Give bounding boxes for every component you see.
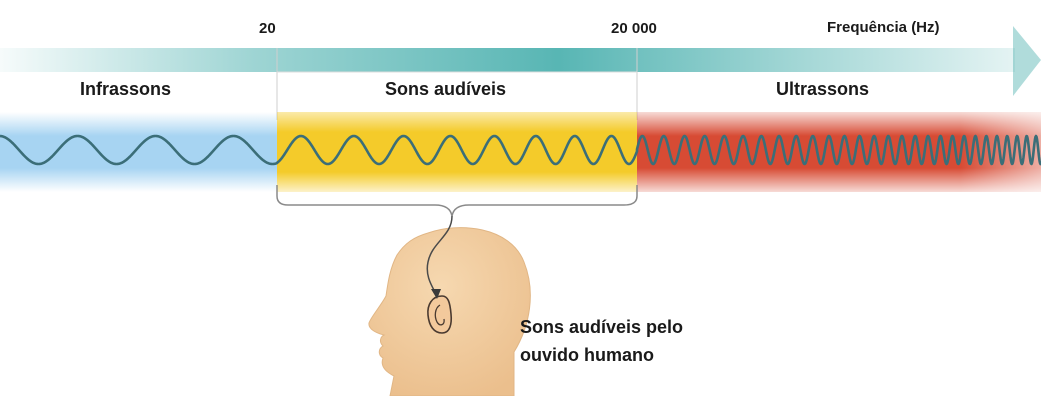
frequency-arrow bbox=[0, 26, 1041, 96]
band-infrasound bbox=[0, 112, 277, 192]
axis-title: Frequência (Hz) bbox=[827, 19, 940, 36]
ear-icon bbox=[427, 295, 453, 334]
sound-path-arrow bbox=[426, 215, 453, 299]
tick-label-20: 20 bbox=[259, 20, 276, 37]
tick-label-20000: 20 000 bbox=[611, 20, 657, 37]
band-audible bbox=[277, 112, 637, 192]
sound-wave bbox=[0, 134, 1041, 166]
caption-line-1: Sons audíveis pelo bbox=[520, 317, 684, 337]
region-label-ultrasound: Ultrassons bbox=[776, 79, 870, 99]
region-label-audible: Sons audíveis bbox=[385, 79, 507, 99]
region-label-infrasound: Infrassons bbox=[80, 79, 172, 99]
caption: Sons audíveis pelo ouvido humano bbox=[520, 313, 683, 369]
caption-line-2: ouvido humano bbox=[520, 345, 654, 365]
